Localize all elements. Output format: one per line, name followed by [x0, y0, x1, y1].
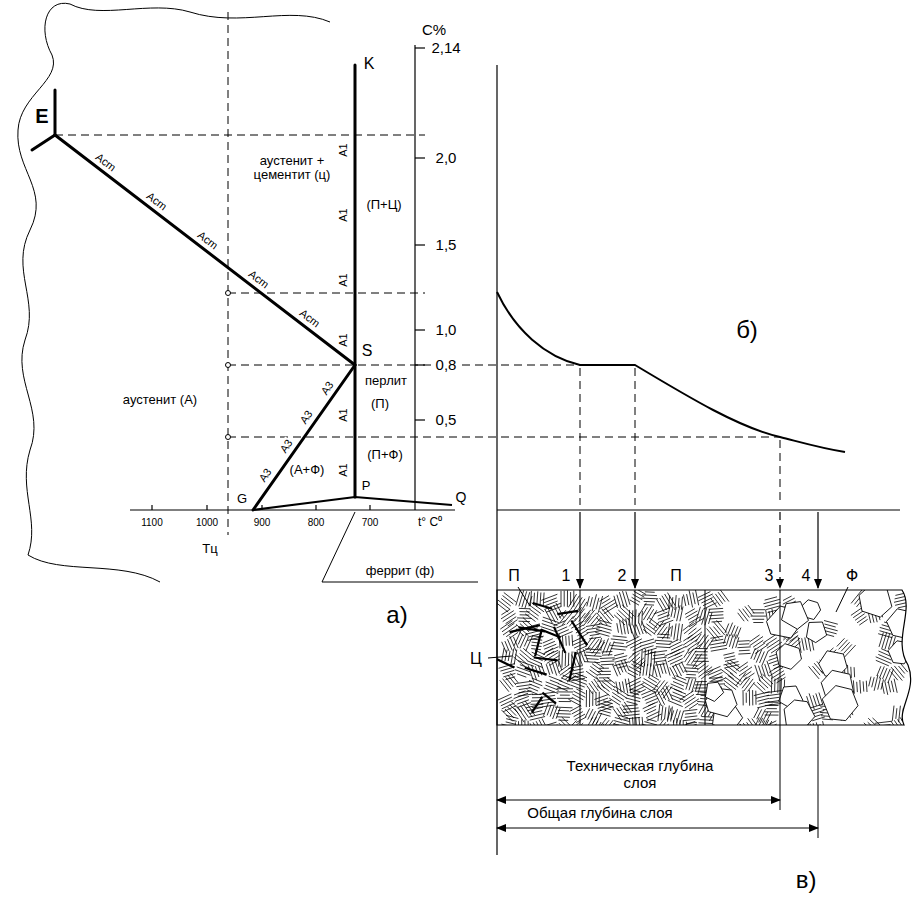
callout-number: 1	[561, 567, 572, 585]
line-label: A1	[337, 207, 349, 222]
axis-tick: 1100	[140, 517, 164, 528]
callout-number: 2	[617, 567, 628, 585]
axis-tick: 800	[307, 517, 326, 528]
point-letter: S	[361, 342, 374, 360]
panel-letter: а)	[385, 602, 408, 628]
region-label: перлит	[364, 374, 408, 388]
structure-label: П	[507, 567, 521, 585]
line-label: A1	[337, 462, 349, 477]
line-label: Acm	[297, 306, 323, 330]
axis-title: t° C⁰	[417, 516, 443, 529]
panel-letter: б)	[735, 317, 759, 343]
structure-label: Ф	[845, 567, 859, 585]
point-letter: E	[34, 105, 49, 127]
panel-letter: в)	[795, 867, 818, 893]
line-label: Acm	[144, 189, 170, 213]
point-letter: K	[363, 55, 376, 73]
axis-tick: 900	[253, 517, 272, 528]
axis-tick: 1,5	[435, 237, 458, 254]
axis-tick: 2,14	[430, 40, 461, 57]
line-label: A1	[337, 272, 349, 287]
point-letter: Q	[455, 490, 468, 505]
dimension-label: Общая глубина слоя	[526, 805, 673, 822]
line-label: Acm	[246, 267, 272, 291]
axis-title: Tц	[201, 542, 218, 556]
axis-tick: 1000	[195, 517, 219, 528]
region-label: (П+Ф)	[366, 448, 403, 462]
callout-number: 4	[801, 567, 812, 585]
point-letter: P	[361, 479, 372, 493]
line-label: A1	[337, 407, 349, 422]
dimension-label: Техническая глубина слоя	[564, 758, 716, 791]
line-label: Acm	[93, 150, 119, 174]
callout-number: 3	[764, 567, 775, 585]
point-letter: G	[236, 492, 248, 506]
region-label: (А+Ф)	[289, 463, 326, 477]
region-label: (П)	[370, 397, 390, 411]
region-label: (П+Ц)	[365, 198, 402, 212]
region-label: аустенит + цементит (ц)	[247, 154, 337, 183]
structure-label: П	[669, 567, 683, 585]
line-label: Acm	[195, 228, 221, 252]
axis-tick: 0,5	[435, 412, 458, 429]
axis-tick: 1,0	[435, 322, 458, 339]
line-label: A1	[337, 142, 349, 157]
structure-label: Ц	[469, 650, 483, 668]
axis-title: C%	[421, 22, 447, 39]
axis-tick: 700	[361, 517, 380, 528]
axis-tick: 2,0	[435, 150, 458, 167]
axis-tick: 0,8	[435, 357, 458, 374]
phase-label: феррит (ф)	[365, 564, 436, 578]
line-label: A1	[337, 332, 349, 347]
region-label: аустенит (А)	[120, 393, 200, 407]
